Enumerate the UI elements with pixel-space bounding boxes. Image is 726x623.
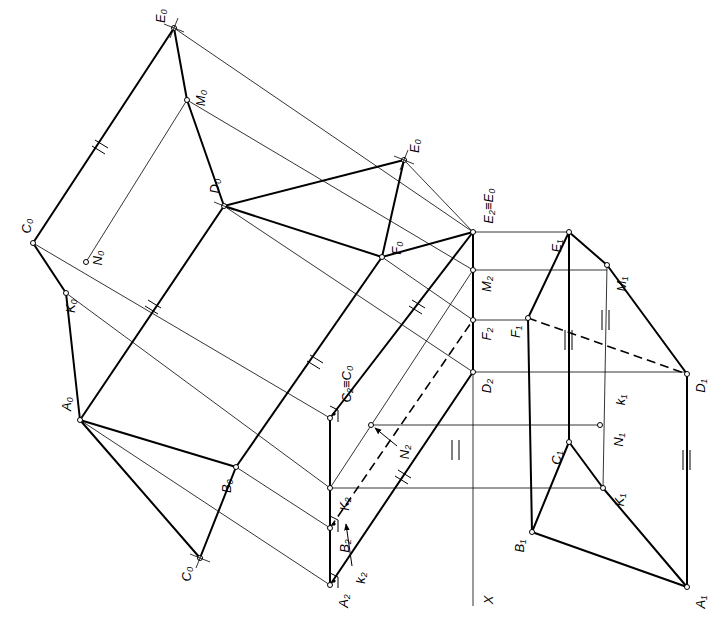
hidden-lines [330,318,687,528]
point-label: E₂≡E₀ [481,187,496,224]
point-label: K₀ [63,298,78,314]
axis-label: X [481,595,496,606]
point-label: E₁ [549,239,564,254]
point-label: A₀ [59,396,74,412]
parallel-marks [92,140,690,484]
point-label: E₀ [153,8,168,24]
point-label: F₀ [389,240,404,255]
point-label: N₁ [611,432,626,448]
point-label: B₀ [219,478,234,494]
point-label: A₂ [336,593,351,609]
point-markers [31,26,690,590]
point-label: D₂ [479,378,494,394]
point-label: M₀ [193,89,208,107]
point-label: N₀ [90,250,105,267]
point-label: D₁ [693,378,708,394]
point-label: B₂ [337,538,352,554]
point-label: C₀ [19,218,34,235]
point-label: M₂ [479,275,494,293]
point-label: D₀ [207,178,222,195]
arc-ticks [164,18,414,568]
point-label: N₂ [397,444,412,460]
point-label: C₀ [179,566,194,583]
point-label: k₁ [613,394,628,407]
point-label: A₁ [693,595,708,610]
point-label: k₂ [353,571,368,584]
point-label: E₀ [407,138,422,154]
point-label: F₂ [479,327,494,342]
point-label: C₁ [549,450,564,466]
point-label: K₂ [337,496,352,512]
right-angle-marks [330,406,338,588]
point-label: C₂≡C₀ [339,365,354,404]
point-label: M₁ [614,276,629,293]
point-label: B₁ [512,539,527,554]
construction-lines [33,28,687,606]
leader-arrows [346,428,397,566]
point-label: K₁ [612,493,627,508]
point-label: F₁ [508,325,523,339]
visible-outlines [33,28,687,587]
